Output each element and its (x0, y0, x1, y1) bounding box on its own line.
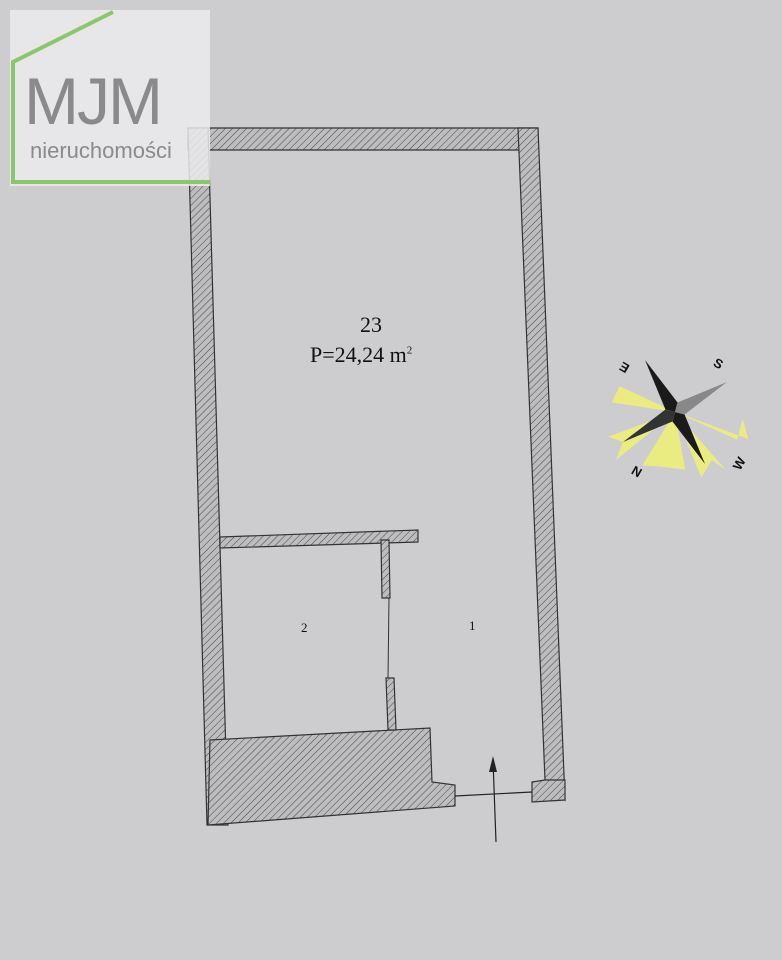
door-line (387, 597, 390, 679)
partition-vertical-upper (380, 539, 391, 599)
company-logo: MJM nieruchomości (10, 10, 210, 186)
room-label-1: 1 (469, 618, 476, 633)
wall-top (187, 127, 539, 151)
logo-subtitle: nieruchomości (30, 138, 172, 163)
logo-brand: MJM (24, 64, 163, 138)
area-unit-superscript: 2 (406, 344, 413, 357)
partition-horizontal (219, 529, 419, 549)
partition-vertical-lower (385, 677, 397, 731)
wall-bottom-left (207, 727, 456, 826)
area-value: P=24,24 m (310, 342, 407, 367)
wall-left (187, 127, 229, 826)
compass-rose-icon (608, 360, 749, 478)
room-label-2: 2 (301, 620, 308, 635)
entrance-arrow-head (489, 756, 497, 772)
entrance-threshold (454, 791, 533, 797)
entrance-arrow (492, 759, 497, 843)
logo-house-outline-icon (11, 10, 210, 184)
area-label: P=24,24 m2 (310, 342, 412, 368)
unit-number: 23 (360, 312, 382, 337)
wall-right (517, 127, 566, 802)
wall-right-stub (531, 779, 566, 803)
